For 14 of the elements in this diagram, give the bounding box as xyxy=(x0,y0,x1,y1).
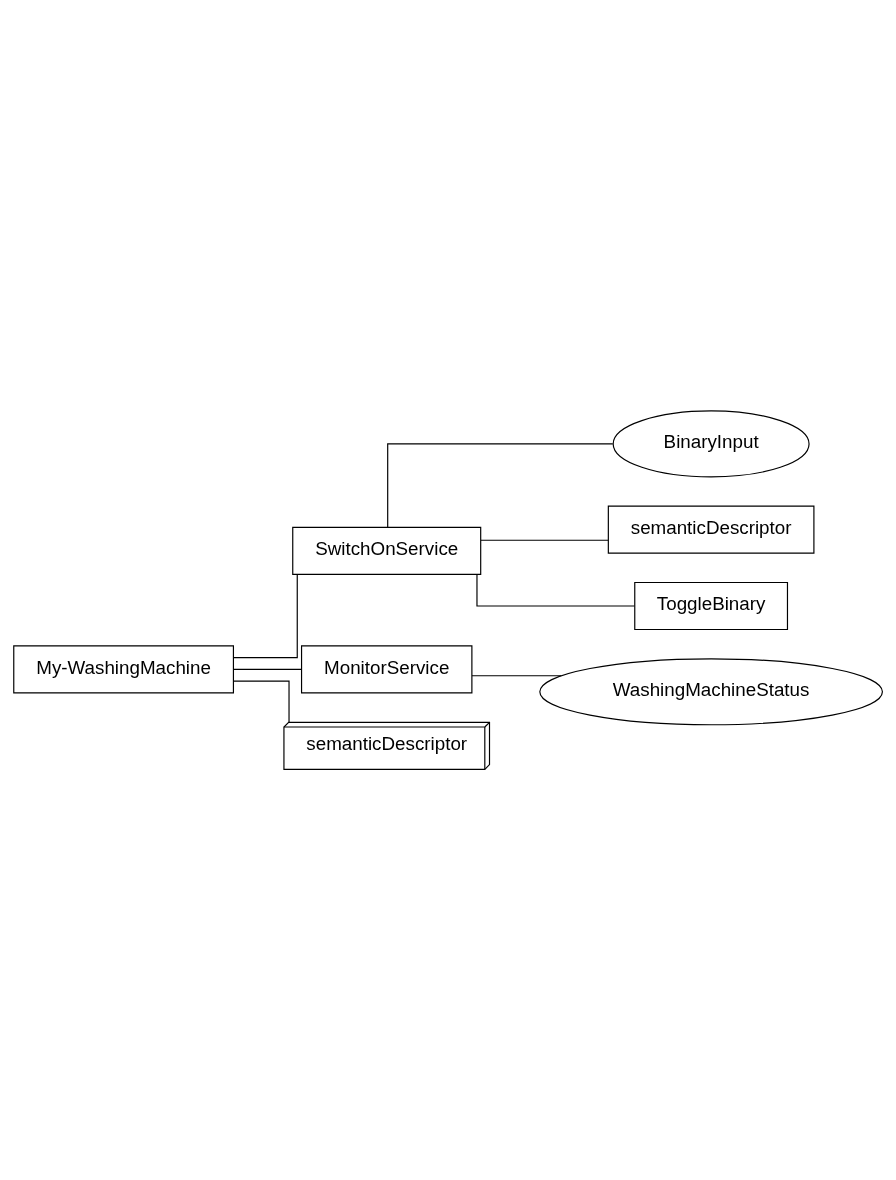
connector xyxy=(476,573,636,607)
node-box: MonitorService xyxy=(300,645,473,694)
node-box: SwitchOnService xyxy=(292,526,482,575)
connector xyxy=(232,680,290,723)
connector xyxy=(471,675,562,677)
node-box: ToggleBinary xyxy=(634,581,789,631)
node-box: semanticDescriptor xyxy=(607,505,815,554)
connector xyxy=(387,443,614,528)
node-ellipse: BinaryInput xyxy=(612,410,810,478)
connector xyxy=(233,573,298,659)
node-box: My-WashingMachine xyxy=(13,645,234,694)
connector xyxy=(233,668,303,671)
node-ellipse: WashingMachineStatus xyxy=(539,658,883,726)
connector xyxy=(480,539,609,541)
